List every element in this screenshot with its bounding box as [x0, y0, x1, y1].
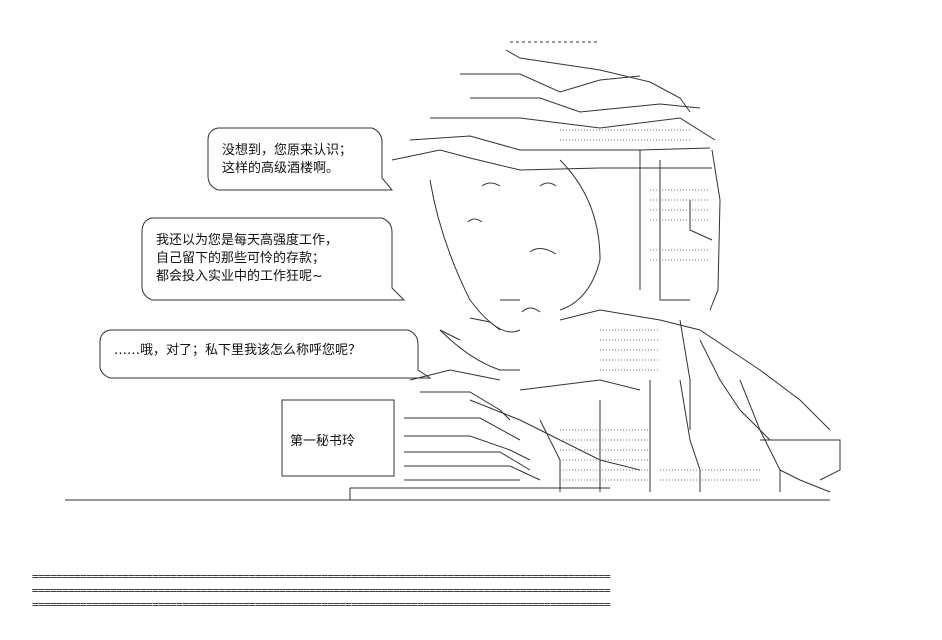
floor-row-1: ========================================…: [32, 572, 611, 582]
floor-row-3: ========================================…: [32, 600, 611, 610]
bubble-2-line-2: 自己留下的那些可怜的存款；: [156, 251, 326, 266]
name-card-label: 第一秘书玲: [290, 434, 356, 449]
bubble-2-outline: [141, 217, 406, 301]
bubble-3-outline: [99, 329, 432, 379]
bubble-3-line-1: ……哦，对了；私下里我该怎么称呼您呢？: [114, 343, 362, 358]
floor-row-2: ========================================…: [32, 586, 611, 596]
bubble-2-line-3: 都会投入实业中的工作狂呢~: [156, 269, 323, 284]
bubble-1-line-2: 这样的高级酒楼啊。: [222, 161, 340, 176]
name-card-box: [281, 399, 395, 477]
speech-bubble-2: 我还以为您是每天高强度工作， 自己留下的那些可怜的存款； 都会投入实业中的工作狂…: [156, 232, 338, 286]
bubble-1-line-1: 没想到，您原来认识；: [222, 143, 353, 158]
bubble-2-line-1: 我还以为您是每天高强度工作，: [156, 233, 339, 248]
bubble-1-outline: [207, 127, 394, 191]
speech-bubble-1: 没想到，您原来认识； 这样的高级酒楼啊。: [222, 142, 352, 178]
speech-bubble-3: ……哦，对了；私下里我该怎么称呼您呢？: [114, 342, 361, 360]
